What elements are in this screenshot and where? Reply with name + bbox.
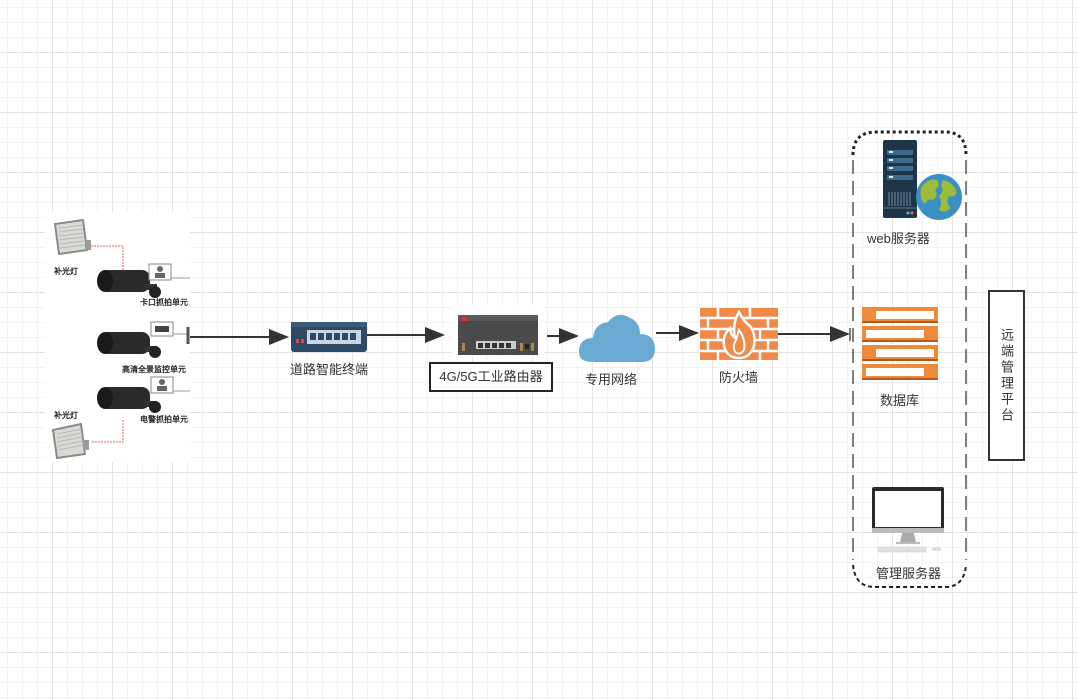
node-firewall[interactable] xyxy=(700,308,778,365)
firewall-icon xyxy=(700,308,778,360)
monitor-icon xyxy=(872,487,944,553)
web-server-icon xyxy=(883,140,962,220)
cloud-icon xyxy=(578,314,655,362)
web-server-label: web服务器 xyxy=(867,231,930,246)
remote-management-platform[interactable]: 远端管理平台 xyxy=(988,290,1025,461)
node-road-terminal[interactable] xyxy=(291,322,367,357)
road-terminal-label: 道路智能终端 xyxy=(290,362,369,377)
database-label: 数据库 xyxy=(880,393,920,408)
e-police-capture-label: 电警抓拍单元 xyxy=(140,415,188,424)
globe-icon xyxy=(916,174,962,220)
fill-light-label: 补光灯 xyxy=(54,267,78,276)
fill-light-icon xyxy=(51,422,89,460)
node-industrial-router[interactable] xyxy=(452,305,544,362)
server-group-container xyxy=(851,130,968,588)
node-web-server[interactable] xyxy=(881,140,965,227)
hd-panorama-label: 高清全景监控单元 xyxy=(122,365,186,374)
router-label-box: 4G/5G工业路由器 xyxy=(429,362,553,392)
field-equipment-photo xyxy=(45,212,190,462)
network-switch-icon xyxy=(291,322,367,352)
camera-icon xyxy=(97,387,161,413)
firewall-label: 防火墙 xyxy=(719,370,759,385)
camera-icon xyxy=(97,332,161,358)
management-server-label: 管理服务器 xyxy=(876,566,942,581)
checkpoint-capture-label: 卡口抓拍单元 xyxy=(140,298,188,307)
node-management-server[interactable] xyxy=(870,487,946,560)
industrial-router-label: 4G/5G工业路由器 xyxy=(439,369,543,384)
router-icon xyxy=(452,305,544,357)
platform-label: 远端管理平台 xyxy=(999,327,1014,424)
private-network-label: 专用网络 xyxy=(585,372,638,387)
database-icon xyxy=(862,307,938,380)
camera-icon xyxy=(97,270,161,298)
node-private-network[interactable] xyxy=(578,310,656,369)
fill-light-label: 补光灯 xyxy=(54,411,78,420)
node-database[interactable] xyxy=(862,307,938,388)
fill-light-icon xyxy=(53,218,91,256)
